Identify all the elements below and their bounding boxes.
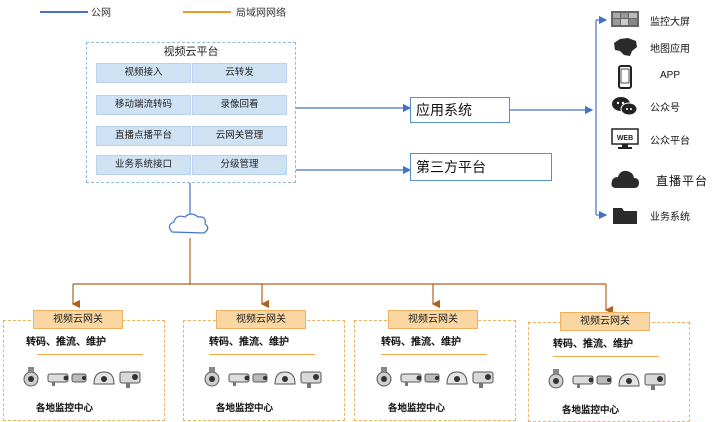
application-panel: 监控大屏 地图应用 APP 公众号 WEB 公众平台 [596, 8, 718, 231]
app-business: 业务系统 [608, 203, 716, 227]
monitor-wall-icon [610, 8, 640, 32]
camera-group-2 [203, 364, 323, 395]
camera-group-4 [547, 366, 667, 397]
gateway-divider-2 [209, 354, 315, 355]
box-camera-icon [300, 371, 322, 388]
dome-camera-icon [376, 367, 392, 387]
monitor-center-label-2: 各地监控中心 [216, 403, 274, 414]
gateway-divider-4 [553, 356, 659, 357]
monitor-center-label-1: 各地监控中心 [36, 403, 94, 414]
third-party-box: 第三方平台 [410, 153, 552, 181]
gateway-ops-2: 转码、推流、维护 [209, 337, 289, 348]
module-gateway-mgmt: 云网关管理 [192, 126, 287, 146]
app-wechat: 公众号 [608, 94, 716, 118]
monitor-center-label-3: 各地监控中心 [388, 403, 446, 414]
camera-group-3 [375, 364, 495, 395]
ptz-camera-icon [93, 371, 115, 385]
smartphone-icon [610, 65, 640, 89]
app-label: APP [660, 70, 681, 81]
app-label: 公众号 [650, 103, 680, 114]
svg-text:WEB: WEB [617, 135, 633, 142]
gateway-divider-1 [37, 354, 143, 355]
app-mobile: APP [608, 65, 716, 89]
dome-camera-icon [548, 369, 564, 389]
app-map: 地图应用 [608, 35, 716, 59]
app-label: 业务系统 [650, 212, 690, 223]
gateway-label-3: 视频云网关 [388, 310, 478, 329]
legend-lan-line [183, 11, 231, 13]
internet-cloud-icon [168, 213, 209, 234]
folder-icon [610, 203, 640, 227]
legend-lan-label: 局域网网络 [236, 8, 286, 19]
app-system-box: 应用系统 [410, 97, 510, 123]
gateway-ops-1: 转码、推流、维护 [26, 337, 106, 348]
gateway-ops-3: 转码、推流、维护 [381, 337, 461, 348]
legend-public-label: 公网 [91, 8, 111, 19]
legend-public-line [40, 11, 88, 13]
camera-group-1 [22, 364, 142, 395]
bullet-camera-icon [228, 373, 250, 386]
bullet-camera-icon [572, 375, 594, 388]
wechat-icon [610, 94, 640, 118]
ptz-camera-icon [618, 373, 640, 387]
app-live: 直播平台 [608, 168, 716, 192]
app-label: 地图应用 [650, 44, 690, 55]
bullet-camera-icon [252, 373, 268, 383]
app-label: 监控大屏 [650, 17, 690, 28]
bullet-camera-icon [400, 373, 422, 386]
monitor-center-label-4: 各地监控中心 [562, 405, 620, 416]
module-playback: 录像回看 [192, 95, 287, 115]
platform-title: 视频云平台 [163, 46, 219, 58]
app-monitor-wall: 监控大屏 [608, 8, 716, 32]
ptz-camera-icon [446, 371, 468, 385]
bullet-camera-icon [424, 373, 440, 383]
module-live-vod: 直播点播平台 [96, 126, 191, 146]
bullet-camera-icon [47, 373, 69, 386]
gateway-label-4: 视频云网关 [560, 312, 650, 331]
dome-camera-icon [204, 367, 220, 387]
cloud-icon [610, 168, 640, 192]
app-label: 公众平台 [650, 136, 690, 147]
module-video-access: 视频接入 [96, 63, 191, 83]
module-business-api: 业务系统接口 [96, 155, 191, 175]
bullet-camera-icon [596, 375, 612, 385]
app-label: 直播平台 [656, 174, 709, 188]
module-hierarchy-mgmt: 分级管理 [192, 155, 287, 175]
box-camera-icon [472, 371, 494, 388]
app-web: WEB 公众平台 [608, 127, 716, 151]
module-cloud-forward: 云转发 [192, 63, 287, 83]
gateway-divider-3 [381, 354, 487, 355]
dome-camera-icon [23, 367, 39, 387]
box-camera-icon [119, 371, 141, 388]
bullet-camera-icon [71, 373, 87, 383]
china-map-icon [610, 35, 640, 59]
gateway-label-2: 视频云网关 [216, 310, 306, 329]
module-mobile-transcode: 移动端流转码 [96, 95, 191, 115]
web-icon: WEB [610, 127, 640, 151]
gateway-label-1: 视频云网关 [33, 310, 123, 329]
gateway-ops-4: 转码、推流、维护 [553, 339, 633, 350]
ptz-camera-icon [274, 371, 296, 385]
box-camera-icon [644, 373, 666, 390]
